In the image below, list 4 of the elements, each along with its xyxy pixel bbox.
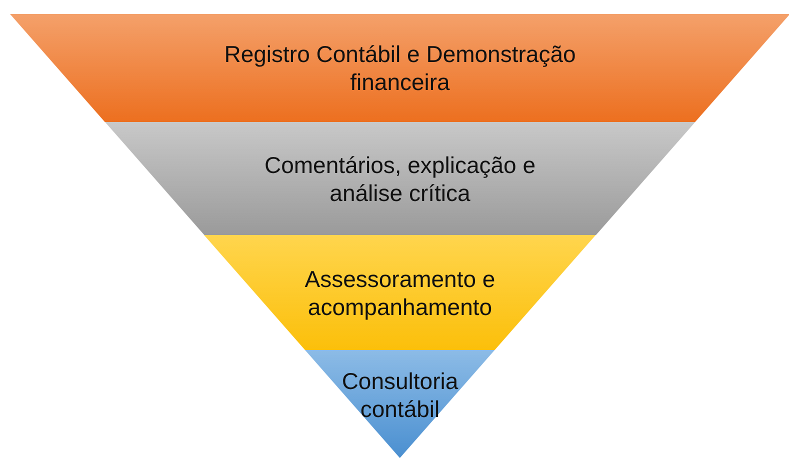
band-label: Assessoramento e acompanhamento bbox=[304, 264, 496, 320]
band-label: Comentários, explicação e análise crítica bbox=[263, 150, 536, 206]
band-label: Registro Contábil e Demonstração financeira bbox=[223, 40, 577, 96]
band-label: Consultoria contábil bbox=[340, 367, 460, 424]
